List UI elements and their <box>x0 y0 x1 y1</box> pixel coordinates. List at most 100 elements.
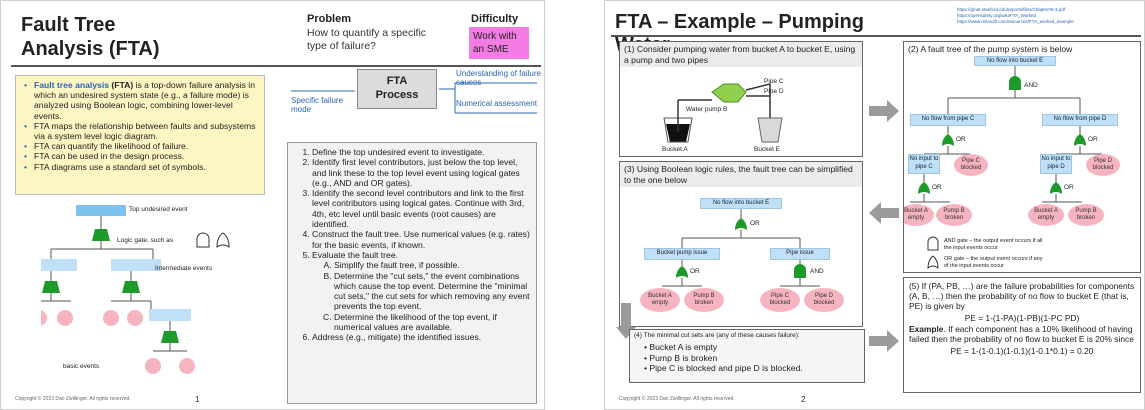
basic-event-circle <box>41 310 47 326</box>
and-gate-icon <box>1009 76 1021 90</box>
or-gate-icon <box>942 134 954 146</box>
substep-item: Determine the likelihood of the top even… <box>334 312 530 333</box>
gate-icon <box>161 331 179 343</box>
panel-setup-text: (1) Consider pumping water from bucket A… <box>620 42 862 67</box>
definition-text: FTA maps the relationship between faults… <box>34 120 256 142</box>
label-intermediate-events: Intermediate events <box>155 265 213 272</box>
pump-diagram <box>663 83 783 143</box>
bucket-e-label: Bucket E <box>754 146 781 153</box>
or-legend-icon <box>927 255 939 270</box>
cut-sets-heading: (4) The minimal cut sets are (any of the… <box>634 332 800 339</box>
event-pipe-issue: Pipe issue <box>770 248 830 260</box>
cut-set-item: • Pipe C is blocked and pipe D is blocke… <box>644 363 803 373</box>
slide-fta-overview: Fault Tree Analysis (FTA) Problem How to… <box>0 0 545 410</box>
reference-link[interactable]: https://gmat.stanford.edu/reports/files/… <box>957 7 1066 12</box>
event-no-flow-c: No flow from pipe C <box>910 114 986 126</box>
step-text: Evaluate the fault tree. <box>312 249 398 260</box>
example-text: . If each component has a 10% likelihood… <box>909 323 1134 345</box>
substep-item: Simplify the fault tree, if possible. <box>334 260 530 270</box>
process-label: FTA Process <box>375 75 419 101</box>
definition-item: Fault tree analysis (FTA) is a top-down … <box>24 80 258 121</box>
label-top-event: Top undesired event <box>129 206 188 213</box>
slide-fta-example: FTA – Example – Pumping Water https://gm… <box>604 0 1145 410</box>
or-gate-symbol-icon <box>216 232 230 248</box>
arrow-right-icon <box>869 100 899 122</box>
panel-probability: (5) If (PA, PB, …) are the failure proba… <box>903 277 1141 393</box>
bucket-a-icon <box>666 124 690 142</box>
water-pump-icon <box>711 83 747 103</box>
event-no-flow-e: No flow into bucket E <box>700 198 782 209</box>
event-no-input-c: No input to pipe C <box>908 154 940 174</box>
definition-text: FTA diagrams use a standard set of symbo… <box>34 161 206 172</box>
reference-link[interactable]: https://www.reliasoft.com/resources/FTA_… <box>957 19 1074 25</box>
or-gate-icon <box>676 266 688 278</box>
probability-formula: PE = 1-(1-PA)(1-PB)(1-PC PD) <box>964 312 1080 323</box>
event-no-input-d: No input to pipe D <box>1040 154 1072 174</box>
and-gate-symbol-icon <box>196 232 210 248</box>
pipe-d-label: Pipe D <box>764 88 784 95</box>
or-gate-icon <box>918 182 930 194</box>
definition-list: Fault tree analysis (FTA) is a top-down … <box>24 80 258 172</box>
label-basic-events: basic events <box>63 363 100 370</box>
definition-box: Fault tree analysis (FTA) is a top-down … <box>15 75 265 195</box>
definition-text: FTA can be used in the design process. <box>34 151 185 162</box>
substeps-list: Simplify the fault tree, if possible. Det… <box>312 260 530 332</box>
steps-list: Define the top undesired event to invest… <box>294 147 530 343</box>
cut-set-text: Pipe C is blocked and pipe D is blocked. <box>649 363 803 373</box>
definition-item: FTA diagrams use a standard set of symbo… <box>24 161 258 172</box>
step-text: Address (e.g., mitigate) the identified … <box>312 332 482 343</box>
legend-or: OR gate – the output event occurs if any… <box>944 256 1043 269</box>
cut-sets-list: • Bucket A is empty • Pump B is broken •… <box>630 342 864 374</box>
event-no-flow-e: No flow into bucket E <box>974 56 1056 66</box>
pipe-c-line <box>745 83 771 91</box>
cut-set-item: • Bucket A is empty <box>644 342 718 352</box>
probability-text: (5) If (PA, PB, …) are the failure proba… <box>904 278 1140 359</box>
step-text: Identify first level contributors, just … <box>312 157 520 188</box>
step-text: Identify the second level contributors a… <box>312 188 525 230</box>
panel-setup: (1) Consider pumping water from bucket A… <box>619 41 863 157</box>
or-label: OR <box>690 268 700 275</box>
event-bucket-pump-issue: Bucket pump issue <box>644 248 720 260</box>
pump-label: Water pump B <box>686 106 728 113</box>
gate-icon <box>122 281 140 293</box>
header-divider <box>611 35 1141 37</box>
intermediate-event-box <box>41 259 77 271</box>
panel-fault-tree-text: (2) A fault tree of the pump system is b… <box>904 42 1140 57</box>
and-legend-icon <box>927 236 939 251</box>
bucket-a-label: Bucket A <box>662 146 688 153</box>
step-item: Define the top undesired event to invest… <box>312 147 530 157</box>
process-steps: Define the top undesired event to invest… <box>287 142 537 404</box>
arrow-left-icon <box>869 202 899 224</box>
basic-pipe-d-blocked: Pipe D blocked <box>804 288 844 312</box>
basic-pipe-c-blocked: Pipe C blocked <box>760 288 800 312</box>
legend-and: AND gate – the output event occurs if al… <box>944 238 1043 251</box>
or-label: OR <box>932 184 942 191</box>
simplified-tree-lines <box>662 209 820 287</box>
bucket-a-outline <box>663 117 693 143</box>
arrow-shape <box>869 100 899 122</box>
definition-item: FTA maps the relationship between faults… <box>24 120 258 142</box>
intermediate-event-box <box>111 259 161 271</box>
generic-fault-tree <box>41 205 195 374</box>
basic-event-circle <box>145 358 161 374</box>
basic-event-circle <box>103 310 119 326</box>
basic-event-circle <box>57 310 73 326</box>
reference-link[interactable]: https://opensafety.org/wiki/FTA_Worked <box>957 13 1037 19</box>
example-label: Example <box>909 323 944 334</box>
probability-intro: (5) If (PA, PB, …) are the failure proba… <box>909 281 1135 312</box>
fault-tree-lines <box>910 66 1102 270</box>
and-gate-icon <box>794 264 806 278</box>
gate-icon <box>42 281 60 293</box>
example-result: PE = 1-(1-0.1)(1-0.1)(1-0.1*0.1) = 0.20 <box>950 346 1094 357</box>
cut-set-text: Pump B is broken <box>649 352 718 363</box>
basic-pump-b-broken: Pump B broken <box>684 288 724 312</box>
or-gate-icon <box>1074 134 1086 146</box>
or-label: OR <box>1064 184 1074 191</box>
process-arrows <box>291 82 537 114</box>
step-item: Construct the fault tree. Use numerical … <box>312 229 530 250</box>
step-item: Identify the second level contributors a… <box>312 188 530 229</box>
copyright: Copyright © 2023 Dan Zwillinger. All rig… <box>619 396 735 402</box>
basic-pipe-d-blocked: Pipe D blocked <box>1086 154 1120 176</box>
basic-bucket-a-empty: Bucket A empty <box>904 204 934 226</box>
step-text: Define the top undesired event to invest… <box>312 147 485 157</box>
